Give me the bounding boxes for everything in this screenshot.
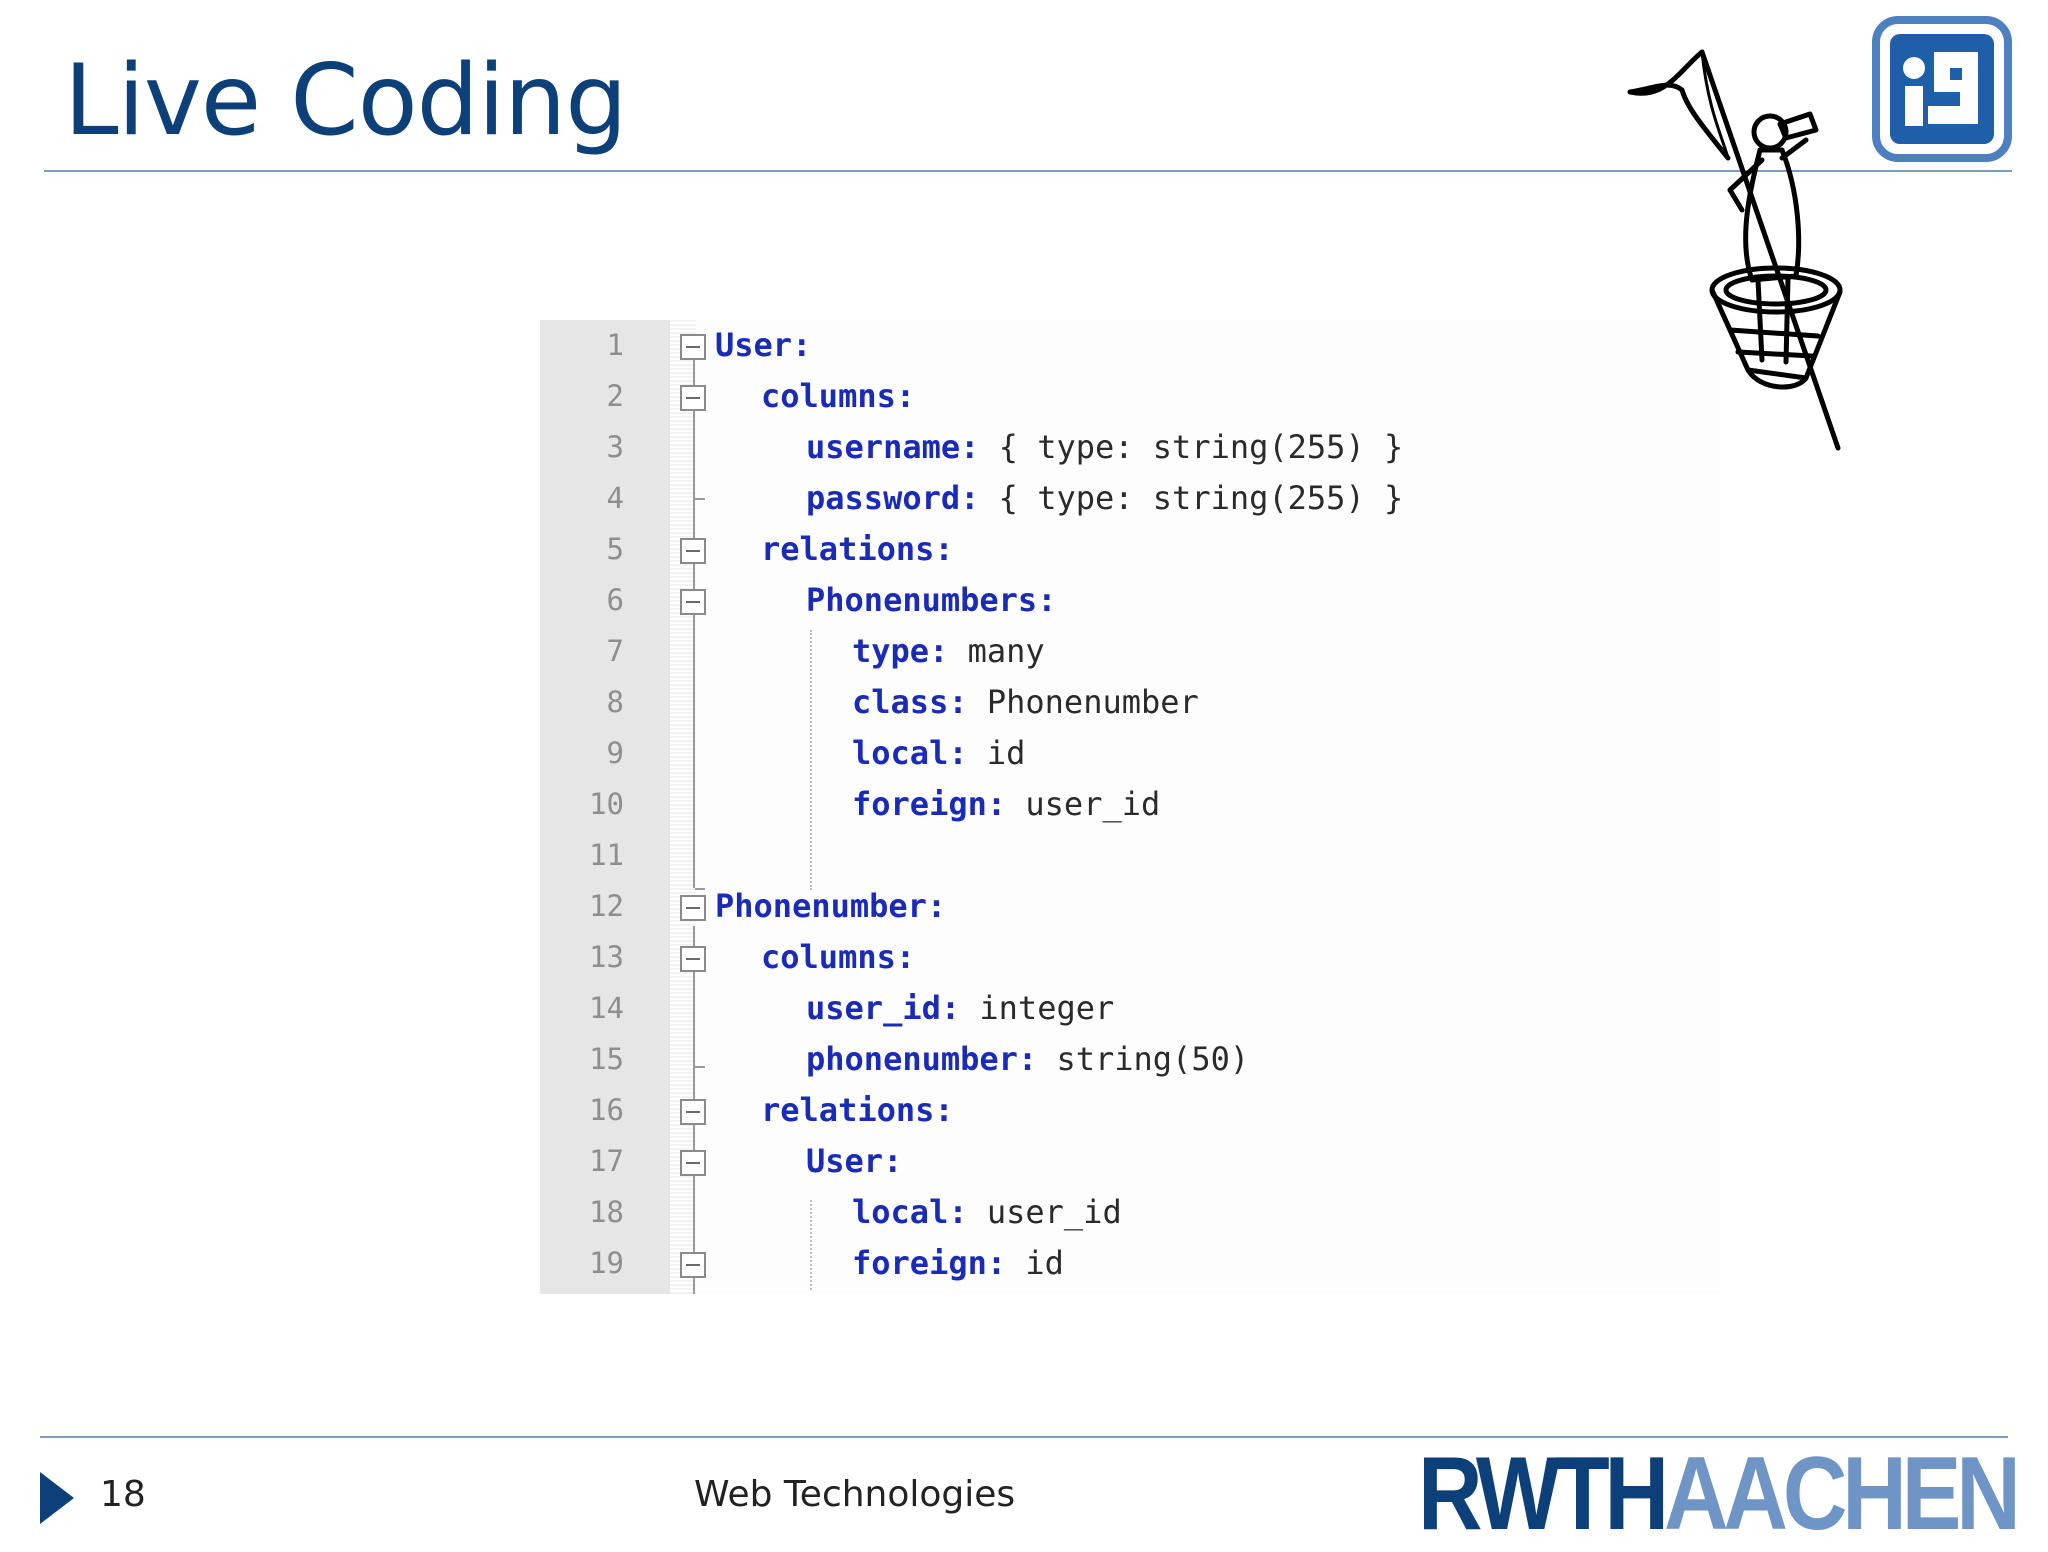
line-number: 9 <box>606 736 624 770</box>
fold-toggle-icon[interactable] <box>680 538 706 564</box>
yaml-value: many <box>948 632 1045 670</box>
yaml-key: relations: <box>761 1091 954 1129</box>
code-line: 17 User: <box>540 1136 1720 1187</box>
line-number: 7 <box>606 634 624 668</box>
line-number: 3 <box>606 430 624 464</box>
code-line: 11 <box>540 830 1720 881</box>
yaml-key: relations: <box>761 530 954 568</box>
line-number: 11 <box>589 838 624 872</box>
fold-toggle-icon[interactable] <box>680 334 706 360</box>
footer-divider <box>40 1436 2008 1438</box>
fold-toggle-icon[interactable] <box>680 1252 706 1278</box>
code-line: 16 relations: <box>540 1085 1720 1136</box>
code-line: 3 username: { type: string(255) } <box>540 422 1720 473</box>
code-line: 4 password: { type: string(255) } <box>540 473 1720 524</box>
line-number: 17 <box>589 1144 624 1178</box>
yaml-key: type: <box>852 632 949 670</box>
yaml-key: username: <box>806 428 980 466</box>
yaml-value: id <box>967 734 1026 772</box>
line-number: 5 <box>606 532 624 566</box>
yaml-key: columns: <box>761 377 916 415</box>
code-line: 2 columns: <box>540 371 1720 422</box>
code-line: 15 phonenumber: string(50) <box>540 1034 1720 1085</box>
fold-tree-line <box>693 358 695 888</box>
line-number: 10 <box>589 787 624 821</box>
page-number: 18 <box>100 1474 146 1515</box>
lookout-figure-icon <box>1627 49 1843 451</box>
slide-title: Live Coding <box>64 44 627 158</box>
line-number: 2 <box>606 379 624 413</box>
code-line: 12 Phonenumber: <box>540 881 1720 932</box>
yaml-key: User: <box>806 1142 903 1180</box>
code-line: 18 local: user_id <box>540 1187 1720 1238</box>
yaml-value: { type: string(255) } <box>979 479 1404 517</box>
yaml-key: user_id: <box>806 989 961 1027</box>
line-number-gutter <box>540 320 670 1294</box>
fold-toggle-icon[interactable] <box>680 589 706 615</box>
fold-toggle-icon[interactable] <box>680 946 706 972</box>
yaml-key: foreign: <box>852 1244 1007 1282</box>
line-number: 4 <box>606 481 624 515</box>
code-line: 9 local: id <box>540 728 1720 779</box>
yaml-key: columns: <box>761 938 916 976</box>
code-line: 14 user_id: integer <box>540 983 1720 1034</box>
fold-toggle-icon[interactable] <box>680 385 706 411</box>
indent-guide <box>810 630 812 890</box>
yaml-value: { type: string(255) } <box>979 428 1404 466</box>
i9-logo <box>1872 16 2012 162</box>
line-number: 1 <box>606 328 624 362</box>
line-number: 19 <box>589 1246 624 1280</box>
code-editor: 1 User: 2 columns: 3 username: { type: s… <box>540 320 1720 1294</box>
fold-end-tick <box>695 1066 705 1068</box>
play-arrow-icon <box>40 1472 74 1524</box>
yaml-key: Phonenumber: <box>715 887 947 925</box>
code-line: 7 type: many <box>540 626 1720 677</box>
code-line: 13 columns: <box>540 932 1720 983</box>
code-line: 10 foreign: user_id <box>540 779 1720 830</box>
code-line: 5 relations: <box>540 524 1720 575</box>
brand-rwth: RWTH <box>1418 1436 1669 1552</box>
indent-guide <box>810 1200 812 1290</box>
line-number: 18 <box>589 1195 624 1229</box>
yaml-value: user_id <box>1006 785 1161 823</box>
yaml-value: integer <box>960 989 1115 1027</box>
code-line: 1 User: <box>540 320 1720 371</box>
yaml-value: id <box>1006 1244 1064 1282</box>
line-number: 12 <box>589 889 624 923</box>
fold-toggle-icon[interactable] <box>680 1150 706 1176</box>
yaml-key: class: <box>852 683 968 721</box>
fold-toggle-icon[interactable] <box>680 1099 706 1125</box>
line-number: 6 <box>606 583 624 617</box>
line-number: 16 <box>589 1093 624 1127</box>
yaml-key: local: <box>852 1193 968 1231</box>
code-line: 6 Phonenumbers: <box>540 575 1720 626</box>
title-divider <box>44 170 2012 172</box>
yaml-key: Phonenumbers: <box>806 581 1057 619</box>
line-number: 14 <box>589 991 624 1025</box>
yaml-key: password: <box>806 479 980 517</box>
yaml-key: foreign: <box>852 785 1007 823</box>
code-line: 8 class: Phonenumber <box>540 677 1720 728</box>
yaml-key: phonenumber: <box>806 1040 1038 1078</box>
yaml-value: string(50) <box>1037 1040 1250 1078</box>
code-line: 19 foreign: id <box>540 1238 1720 1289</box>
line-number: 13 <box>589 940 624 974</box>
yaml-key: User: <box>715 326 812 364</box>
fold-end-tick <box>695 498 705 500</box>
fold-end-tick <box>695 888 705 890</box>
fold-toggle-icon[interactable] <box>680 895 706 921</box>
rwth-aachen-logo: RWTHAACHEN <box>1418 1442 2021 1546</box>
brand-aachen: AACHEN <box>1663 1436 2021 1552</box>
line-number: 15 <box>589 1042 624 1076</box>
course-title: Web Technologies <box>694 1474 1016 1515</box>
yaml-value: user_id <box>967 1193 1122 1231</box>
fold-margin <box>670 320 696 1294</box>
line-number: 8 <box>606 685 624 719</box>
yaml-value: Phonenumber <box>967 683 1199 721</box>
yaml-key: local: <box>852 734 968 772</box>
